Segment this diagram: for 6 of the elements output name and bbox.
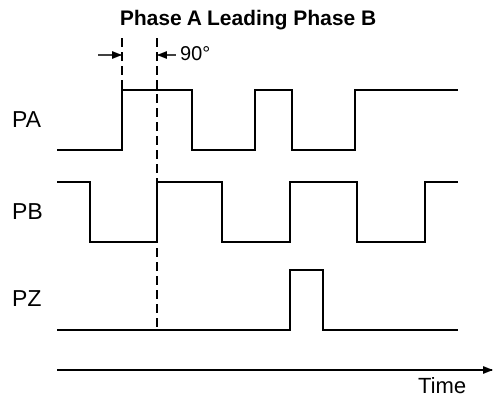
signal-label: PZ bbox=[12, 287, 42, 310]
signal-label: PA bbox=[12, 108, 41, 131]
signal-label: PB bbox=[12, 200, 43, 223]
phase-angle-label: 90° bbox=[180, 44, 210, 64]
diagram-title: Phase A Leading Phase B bbox=[120, 8, 376, 29]
axis-label: Time bbox=[418, 375, 466, 397]
